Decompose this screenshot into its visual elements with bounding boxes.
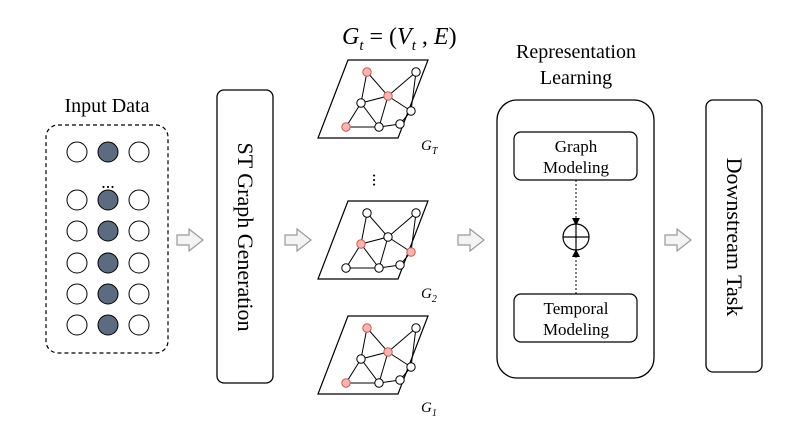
graph-edge xyxy=(378,351,389,384)
graph-plane xyxy=(317,59,429,139)
graph-label-bottom: G1 xyxy=(421,400,437,419)
graph-edge xyxy=(387,71,417,97)
graph-node xyxy=(395,119,405,129)
graph-node xyxy=(362,208,372,218)
graph-node xyxy=(406,106,416,116)
graph-edge xyxy=(345,243,362,269)
graph-node-highlighted xyxy=(383,347,393,357)
graph-snapshot-middle xyxy=(317,200,429,280)
graph-edge xyxy=(410,327,417,368)
graph-modeling-line2: Modeling xyxy=(543,158,610,177)
graph-edge xyxy=(366,71,389,97)
temporal-modeling-box xyxy=(513,293,638,343)
graph-snapshot-top xyxy=(317,59,429,139)
graph-edge xyxy=(360,243,380,269)
graph-node xyxy=(383,232,393,242)
input-node xyxy=(66,283,88,305)
graph-label-middle: G2 xyxy=(421,286,437,305)
graph-edge xyxy=(366,212,389,238)
graph-snapshot-bottom xyxy=(317,315,429,395)
graph-node xyxy=(356,98,366,108)
st-graph-generation-box xyxy=(216,89,274,384)
graph-edge xyxy=(360,212,368,245)
input-data-title: Input Data xyxy=(65,95,150,117)
graph-edge xyxy=(366,327,389,353)
graph-node xyxy=(411,67,421,77)
input-node-filled xyxy=(97,283,119,305)
input-node xyxy=(66,314,88,336)
flow-arrow-4 xyxy=(664,228,692,252)
graph-edge xyxy=(360,327,368,360)
graph-edge xyxy=(360,71,368,104)
graph-plane xyxy=(317,200,429,280)
graph-node-highlighted xyxy=(383,91,393,101)
input-node xyxy=(128,141,150,163)
graph-edge xyxy=(345,102,362,128)
input-node-filled xyxy=(97,141,119,163)
graph-node xyxy=(395,260,405,270)
input-node-filled xyxy=(97,252,119,274)
input-node-grid xyxy=(66,141,150,336)
downstream-task-label: Downstream Task xyxy=(722,158,747,317)
circle-plus-icon xyxy=(562,223,590,251)
graph-node-highlighted xyxy=(362,323,372,333)
input-node-filled xyxy=(97,189,119,211)
graph-node xyxy=(395,375,405,385)
graph-node xyxy=(374,122,384,132)
graph-node xyxy=(356,354,366,364)
input-node-filled xyxy=(97,220,119,242)
input-node xyxy=(66,220,88,242)
graph-node xyxy=(374,263,384,273)
graph-node-highlighted xyxy=(341,122,351,132)
graph-plane xyxy=(317,315,429,395)
graph-edge xyxy=(360,358,380,384)
graph-edge xyxy=(410,212,417,253)
graph-node-highlighted xyxy=(341,378,351,388)
graph-edge xyxy=(378,236,389,269)
input-node xyxy=(128,189,150,211)
graph-edge xyxy=(345,358,362,384)
representation-title-line2: Learning xyxy=(540,67,612,89)
graph-formula: Gt = (Vt , E) xyxy=(342,24,457,54)
flow-arrow-1 xyxy=(176,228,204,252)
input-node xyxy=(128,220,150,242)
input-ellipsis: ... xyxy=(101,172,115,192)
graph-edge xyxy=(387,212,417,238)
input-node xyxy=(66,252,88,274)
graph-edge xyxy=(378,95,389,128)
graph-edge xyxy=(387,327,417,353)
st-graph-generation-label: ST Graph Generation xyxy=(233,143,258,332)
graph-modeling-line1: Graph xyxy=(555,137,598,156)
graph-node xyxy=(341,263,351,273)
input-node xyxy=(128,252,150,274)
input-node-filled xyxy=(97,314,119,336)
temporal-modeling-line2: Modeling xyxy=(543,320,610,339)
graph-node-highlighted xyxy=(362,67,372,77)
graph-label-top: GT xyxy=(421,138,439,157)
graph-node-highlighted xyxy=(406,247,416,257)
temporal-modeling-line1: Temporal xyxy=(544,299,609,318)
graph-node xyxy=(411,208,421,218)
downstream-task-box xyxy=(705,99,763,373)
graph-edge xyxy=(360,102,380,128)
graph-node xyxy=(374,378,384,388)
input-data-box xyxy=(45,124,169,354)
flow-arrow-3 xyxy=(457,228,485,252)
graph-node-highlighted xyxy=(356,239,366,249)
input-node xyxy=(128,283,150,305)
graph-node xyxy=(411,323,421,333)
graph-node xyxy=(406,362,416,372)
representation-title-line1: Representation xyxy=(516,41,636,63)
graph-edge xyxy=(410,71,417,112)
input-node xyxy=(66,141,88,163)
graph-ellipsis: ... xyxy=(369,173,389,187)
input-node xyxy=(66,189,88,211)
input-node xyxy=(128,314,150,336)
flow-arrow-2 xyxy=(284,228,312,252)
